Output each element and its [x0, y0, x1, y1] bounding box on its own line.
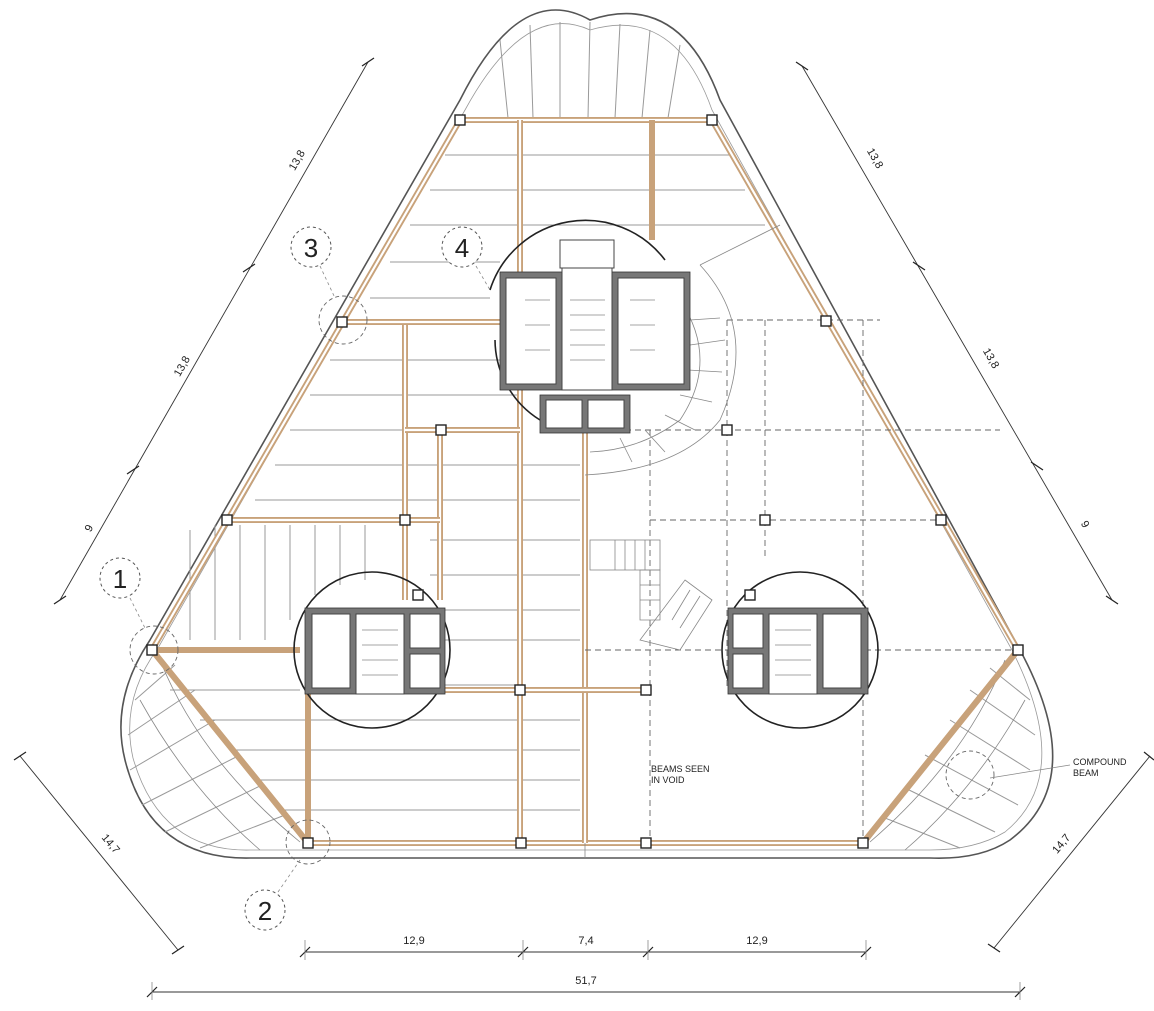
void-note-line2: IN VOID: [651, 775, 685, 785]
dimension-bottom-total: 51,7: [146, 975, 1026, 1000]
dimension-right-side: 13,8 13,8 9: [795, 61, 1119, 605]
lower-floor-joists: [170, 684, 580, 811]
dim-right-3: 9: [1078, 519, 1091, 530]
compound-note-line1: COMPOUND: [1073, 757, 1127, 767]
detail-marker-4: 4: [441, 226, 491, 291]
detail-circles: [129, 295, 995, 865]
detail-marker-1-label: 1: [113, 564, 127, 594]
dim-bottom-seg-1: 12,9: [403, 935, 424, 947]
compound-note-line2: BEAM: [1073, 768, 1099, 778]
detail-marker-2: 2: [244, 859, 301, 931]
dim-bottom-left-corner: 14,7: [99, 832, 122, 856]
top-lobe-joists: [499, 21, 681, 119]
detail-marker-4-label: 4: [455, 233, 469, 263]
dim-left-2: 13,8: [172, 354, 193, 379]
dim-left-1: 13,8: [287, 148, 308, 173]
core-right: [721, 571, 879, 729]
detail-marker-1: 1: [99, 557, 147, 631]
dim-bottom-seg-3: 12,9: [746, 935, 767, 947]
building-outline: [120, 9, 1054, 859]
lower-right-lobe-joists: [869, 659, 1036, 851]
dim-bottom-seg-2: 7,4: [578, 935, 593, 947]
void-beams: [584, 319, 1015, 858]
dim-right-2: 13,8: [980, 346, 1001, 371]
dim-right-1: 13,8: [864, 146, 885, 171]
detail-marker-2-label: 2: [258, 896, 272, 926]
primary-beams: [148, 117, 1022, 846]
core-top: [489, 219, 691, 434]
lower-left-lobe-joists: [127, 659, 301, 851]
dimension-bottom-segments: 12,9 7,4 12,9: [299, 935, 872, 960]
spiral-ramp: [584, 224, 781, 476]
dimension-bottom-right-corner: 14,7: [987, 751, 1154, 953]
dim-left-3: 9: [83, 523, 96, 534]
dim-bottom-right-corner: 14,7: [1050, 832, 1073, 856]
detail-marker-3-label: 3: [304, 233, 318, 263]
dimension-bottom-left-corner: 14,7: [13, 751, 185, 955]
void-stair: [589, 539, 713, 651]
dim-bottom-total: 51,7: [575, 975, 596, 987]
upper-floor-joists: [255, 154, 765, 641]
detail-marker-3: 3: [290, 226, 336, 299]
compound-beam-leader: [989, 764, 1071, 779]
void-note-line1: BEAMS SEEN: [651, 764, 710, 774]
columns: [146, 114, 1024, 849]
core-left: [293, 571, 451, 729]
